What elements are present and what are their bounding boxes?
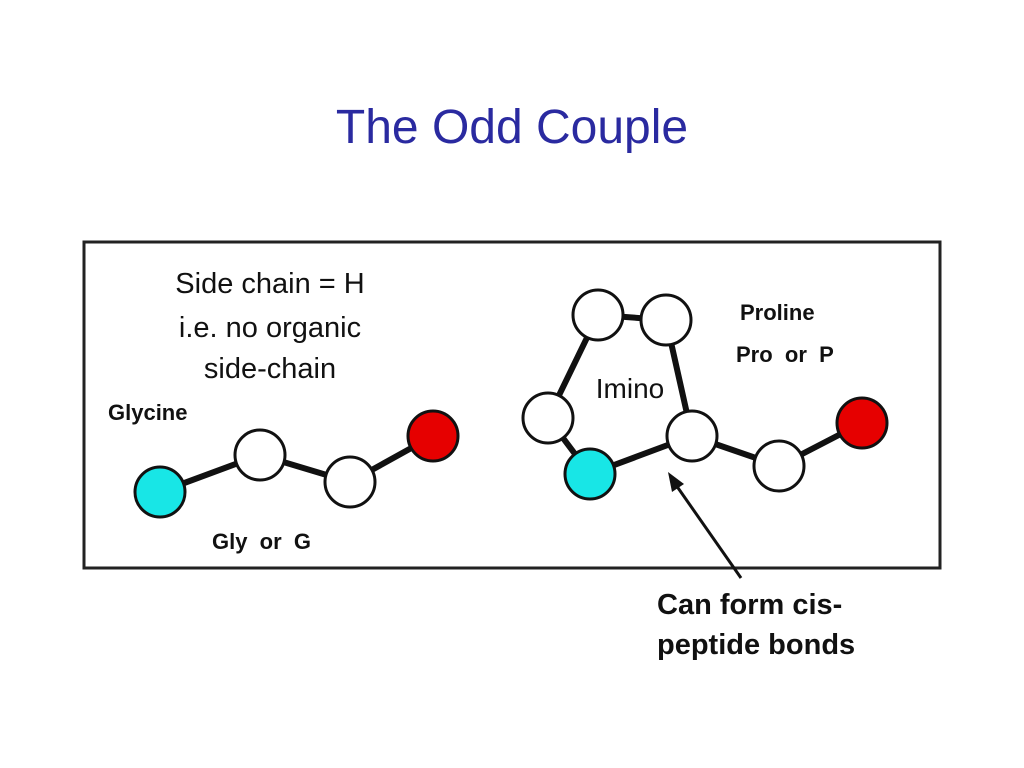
- glycine-side-chain-line-2: i.e. no organic: [179, 312, 361, 344]
- figure-frame: [82, 240, 942, 570]
- proline-alpha-carbon-atom: [665, 409, 719, 463]
- glycine-bonds: [157, 433, 436, 495]
- imino-label: Imino: [596, 373, 664, 404]
- proline-ring-carbon-top-left: [571, 288, 625, 342]
- glycine-side-chain-line-1: Side chain = H: [175, 268, 364, 300]
- slide-title: The Odd Couple: [335, 101, 689, 154]
- glycine-carbonyl-carbon-atom: [323, 455, 377, 509]
- proline-nitrogen-atom: [563, 447, 617, 501]
- proline-abbreviation: Pro or P: [736, 342, 834, 367]
- glycine-label: Glycine: [108, 400, 187, 425]
- glycine-nitrogen-atom: [133, 465, 187, 519]
- glycine-alpha-carbon-atom: [233, 428, 287, 482]
- proline-carbonyl-carbon-atom: [752, 439, 806, 493]
- proline-label: Proline: [740, 300, 815, 325]
- glycine-abbreviation: Gly or G: [212, 529, 311, 554]
- proline-oxygen-atom: [835, 396, 889, 450]
- glycine-oxygen-atom: [406, 409, 460, 463]
- proline-ring-carbon-left: [521, 391, 575, 445]
- glycine-side-chain-line-3: side-chain: [204, 353, 336, 385]
- callout-line-1: Can form cis-: [657, 589, 842, 621]
- callout-arrow: [668, 472, 743, 579]
- callout-line-2: peptide bonds: [657, 629, 855, 661]
- proline-ring-carbon-top-right: [639, 293, 693, 347]
